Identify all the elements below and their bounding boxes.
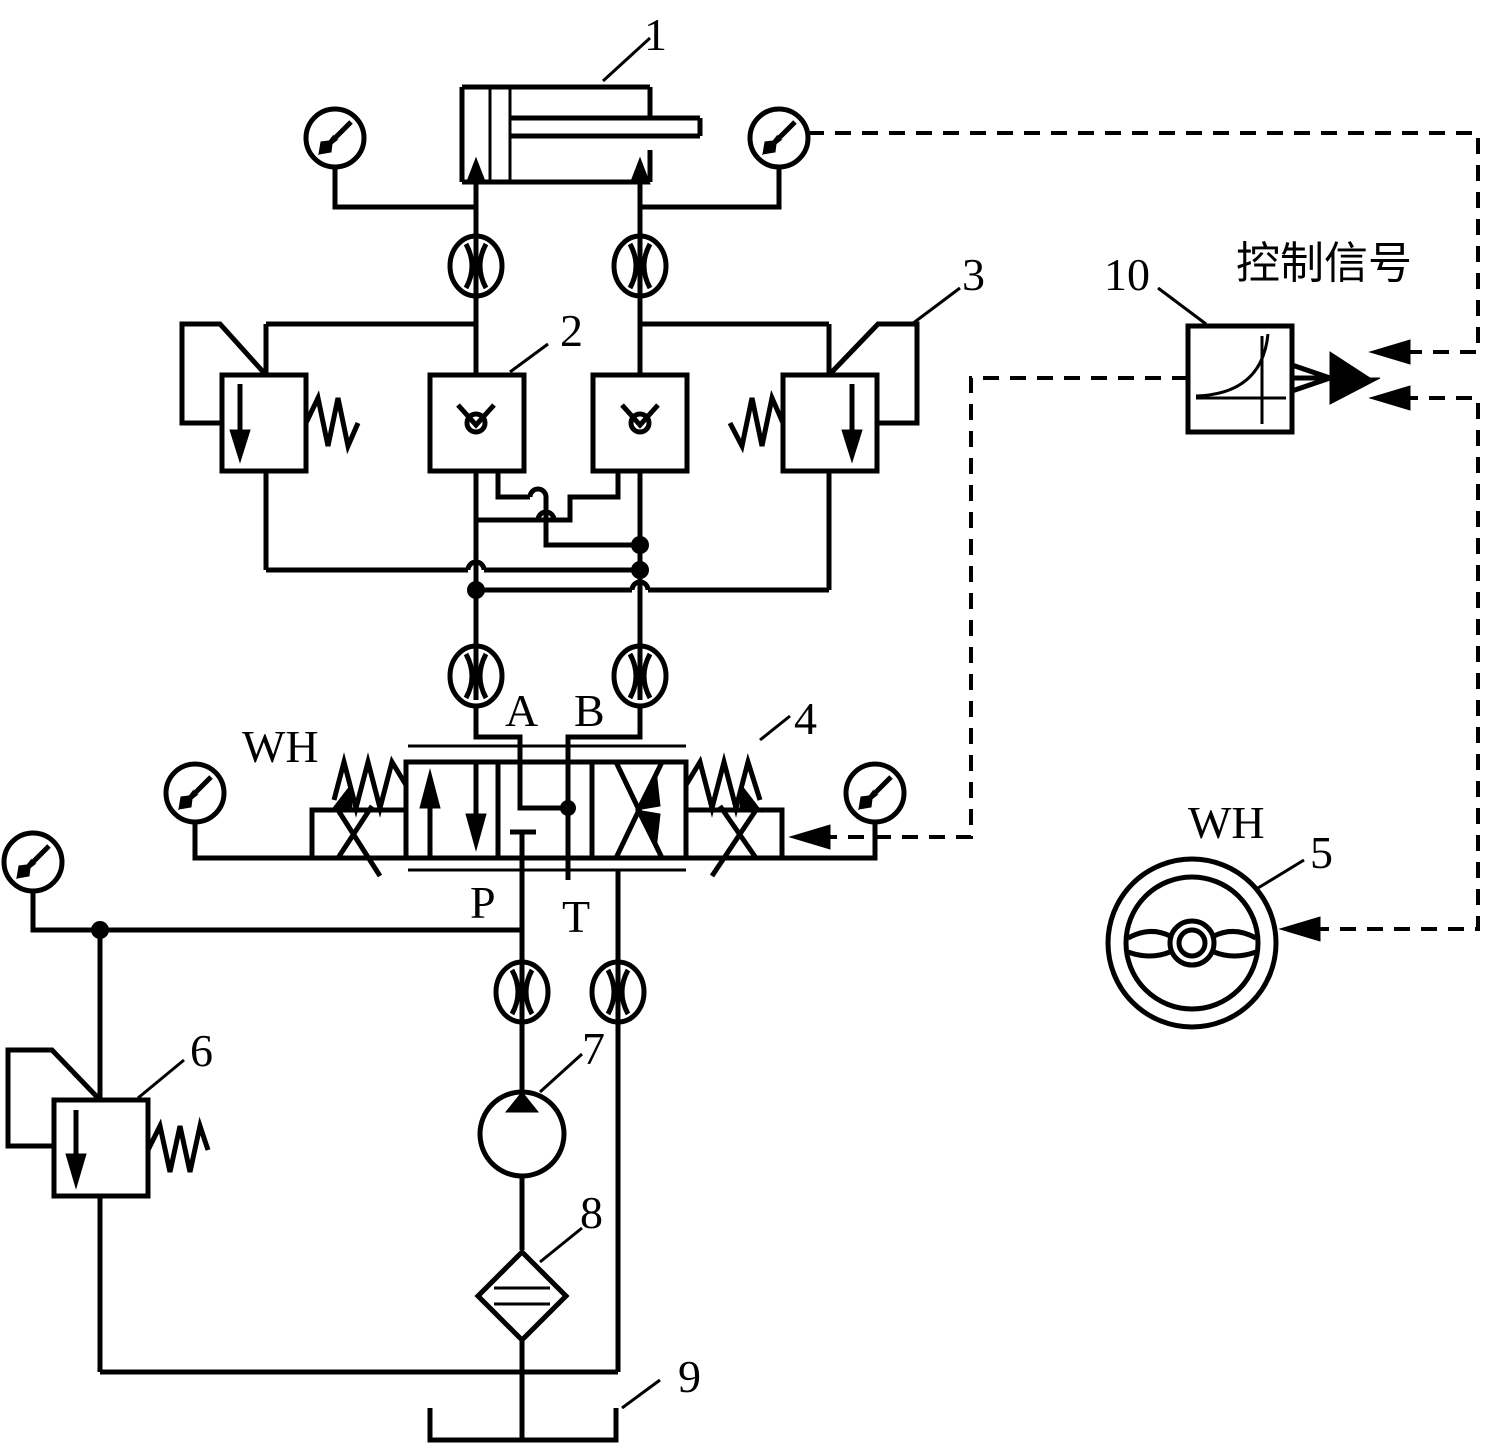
label-2: 2: [560, 305, 583, 356]
junction-dot: [631, 561, 649, 579]
label-4: 4: [794, 693, 817, 744]
label-1: 1: [644, 9, 667, 60]
port-b-line: [565, 706, 643, 768]
port-a-label: A: [505, 685, 538, 736]
oil-tank: [427, 1408, 619, 1443]
controller-box: [1185, 323, 1381, 435]
arrowhead-icon: [788, 824, 831, 850]
pressure-gauge-icon: [846, 764, 904, 822]
pipe: [192, 822, 312, 861]
signal-line-cylinder: [808, 131, 1480, 354]
check-valve-left: [427, 372, 527, 474]
label-leader-9: [621, 1378, 661, 1410]
relief-valve-right: [727, 321, 920, 590]
label-leader-8: [539, 1226, 583, 1264]
filter: [474, 1248, 570, 1440]
steering-wheel-icon: [1105, 856, 1279, 1030]
label-7: 7: [582, 1023, 605, 1074]
label-leader-10: [1157, 286, 1207, 326]
wh-valve-label: WH: [242, 721, 319, 772]
directional-valve: [309, 744, 785, 930]
junction-dot: [631, 536, 649, 554]
label-leader-4: [759, 714, 791, 742]
label-leader-1: [601, 36, 652, 83]
label-leader-5: [1257, 858, 1305, 890]
pilot-cross-lines: [476, 471, 640, 548]
label-8: 8: [580, 1187, 603, 1238]
port-t-label: T: [562, 891, 590, 942]
label-9: 9: [678, 1351, 701, 1402]
label-10: 10: [1104, 249, 1150, 300]
pressure-gauge-icon: [4, 833, 62, 891]
pressure-gauge-icon: [750, 109, 808, 167]
label-leader-3: [911, 286, 961, 326]
port-p-label: P: [470, 877, 496, 928]
hydraulic-pump: [477, 1089, 567, 1250]
signal-line-valve: [800, 376, 1188, 839]
port-a-line: [473, 706, 523, 768]
pump-pressure-line: [30, 891, 522, 933]
gauge-line-right: [640, 167, 782, 210]
control-signal-label: 控制信号: [1236, 238, 1412, 289]
gauge-line-left: [332, 167, 476, 210]
arrowhead-icon: [1368, 339, 1411, 365]
hydraulic-cylinder: [459, 84, 703, 185]
arrowhead-icon: [1368, 385, 1411, 411]
pressure-gauge-icon: [306, 109, 364, 167]
label-6: 6: [190, 1025, 213, 1076]
label-leader-6: [137, 1058, 185, 1100]
label-3: 3: [962, 249, 985, 300]
label-5: 5: [1310, 827, 1333, 878]
main-relief-valve: [5, 1047, 211, 1372]
pipe: [782, 822, 878, 861]
label-leader-7: [538, 1052, 584, 1094]
label-leader-2: [509, 342, 549, 374]
pressure-gauge-icon: [166, 764, 224, 822]
junction-dot: [467, 581, 485, 599]
relief-valve-left: [179, 321, 361, 570]
wh-wheel-label: WH: [1188, 797, 1265, 848]
check-valve-right: [590, 372, 690, 474]
port-b-label: B: [574, 685, 605, 736]
arrowhead-icon: [1278, 916, 1321, 942]
